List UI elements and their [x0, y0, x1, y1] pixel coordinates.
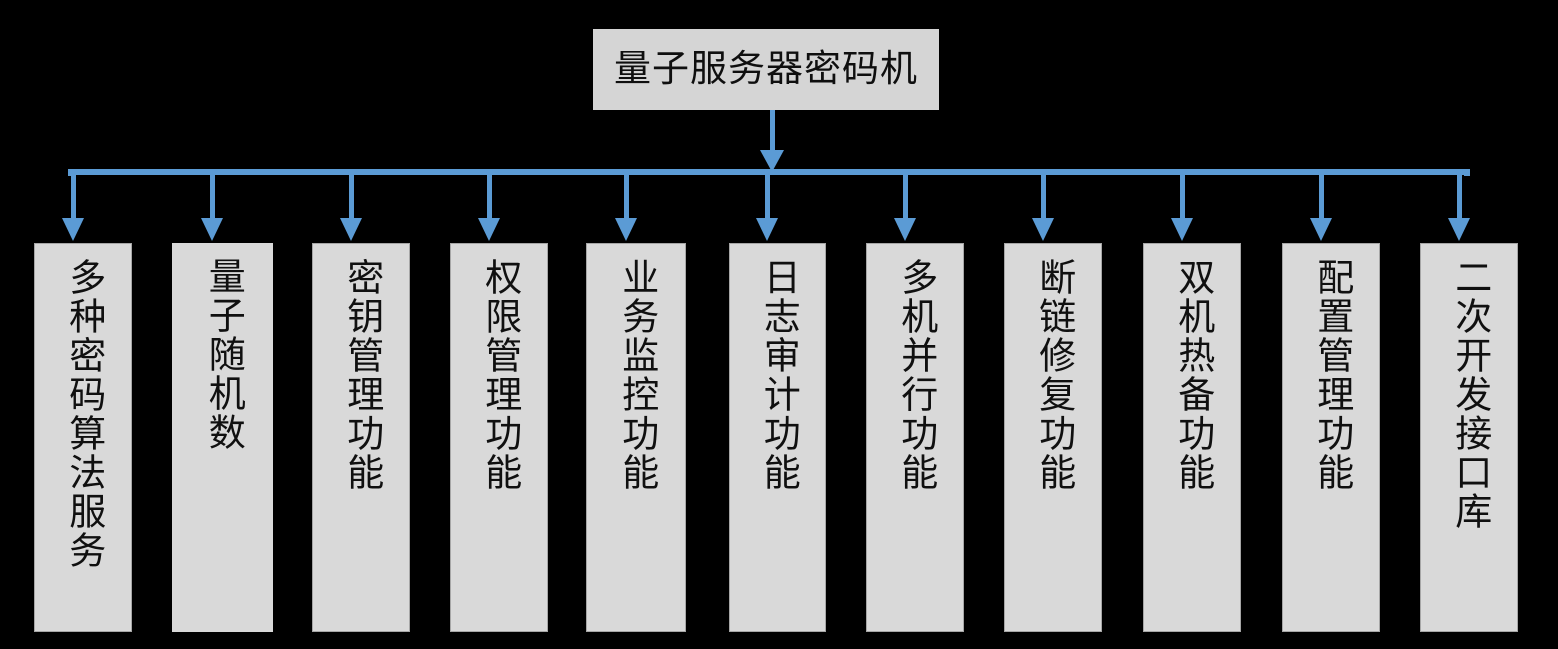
child-node-8[interactable]: 断链修复功能 — [1004, 243, 1102, 632]
connector-arrowhead-icon — [478, 218, 500, 241]
connector-stem — [1180, 175, 1185, 221]
connector-stem — [624, 175, 629, 221]
child-node-label: 多种密码算法服务 — [62, 258, 104, 570]
child-node-9[interactable]: 双机热备功能 — [1143, 243, 1241, 632]
child-node-label: 断链修复功能 — [1032, 258, 1074, 492]
child-node-label: 密钥管理功能 — [340, 258, 382, 492]
child-node-2[interactable]: 量子随机数 — [172, 243, 273, 632]
connector-arrowhead-icon — [340, 218, 362, 241]
connector-stem — [210, 175, 215, 221]
child-node-label: 日志审计功能 — [757, 258, 799, 492]
connector-stem — [903, 175, 908, 221]
child-node-6[interactable]: 日志审计功能 — [729, 243, 826, 632]
connector-arrowhead-icon — [1171, 218, 1193, 241]
connector-arrowhead-icon — [201, 218, 223, 241]
child-node-5[interactable]: 业务监控功能 — [586, 243, 686, 632]
horizontal-bus-line — [68, 169, 1470, 175]
root-node-label: 量子服务器密码机 — [614, 49, 918, 90]
connector-arrowhead-icon — [1032, 218, 1054, 241]
child-node-4[interactable]: 权限管理功能 — [450, 243, 548, 632]
child-node-label: 双机热备功能 — [1171, 258, 1213, 492]
connector-stem — [1319, 175, 1324, 221]
child-node-3[interactable]: 密钥管理功能 — [312, 243, 410, 632]
bus-right-endcap — [1464, 169, 1470, 176]
child-node-label: 配置管理功能 — [1310, 258, 1352, 492]
child-node-label: 量子随机数 — [202, 257, 244, 452]
connector-stem — [1457, 175, 1462, 221]
connector-stem — [765, 175, 770, 221]
connector-stem — [1041, 175, 1046, 221]
connector-arrowhead-icon — [615, 218, 637, 241]
child-node-7[interactable]: 多机并行功能 — [866, 243, 964, 632]
root-node[interactable]: 量子服务器密码机 — [593, 29, 939, 110]
child-node-label: 多机并行功能 — [894, 258, 936, 492]
bus-left-endcap — [68, 169, 74, 176]
connector-arrowhead-icon — [1448, 218, 1470, 241]
connector-stem — [349, 175, 354, 221]
child-node-10[interactable]: 配置管理功能 — [1282, 243, 1380, 632]
connector-arrowhead-icon — [62, 218, 84, 241]
child-node-label: 权限管理功能 — [478, 258, 520, 492]
child-node-label: 业务监控功能 — [615, 258, 657, 492]
child-node-11[interactable]: 二次开发接口库 — [1420, 243, 1518, 632]
connector-arrowhead-icon — [894, 218, 916, 241]
connector-arrowhead-icon — [1310, 218, 1332, 241]
child-node-label: 二次开发接口库 — [1448, 258, 1490, 531]
connector-stem — [71, 175, 76, 221]
child-node-1[interactable]: 多种密码算法服务 — [34, 243, 132, 632]
connector-arrowhead-icon — [756, 218, 778, 241]
root-connector-stem — [770, 110, 775, 152]
connector-stem — [487, 175, 492, 221]
root-connector-arrowhead-icon — [760, 150, 784, 172]
